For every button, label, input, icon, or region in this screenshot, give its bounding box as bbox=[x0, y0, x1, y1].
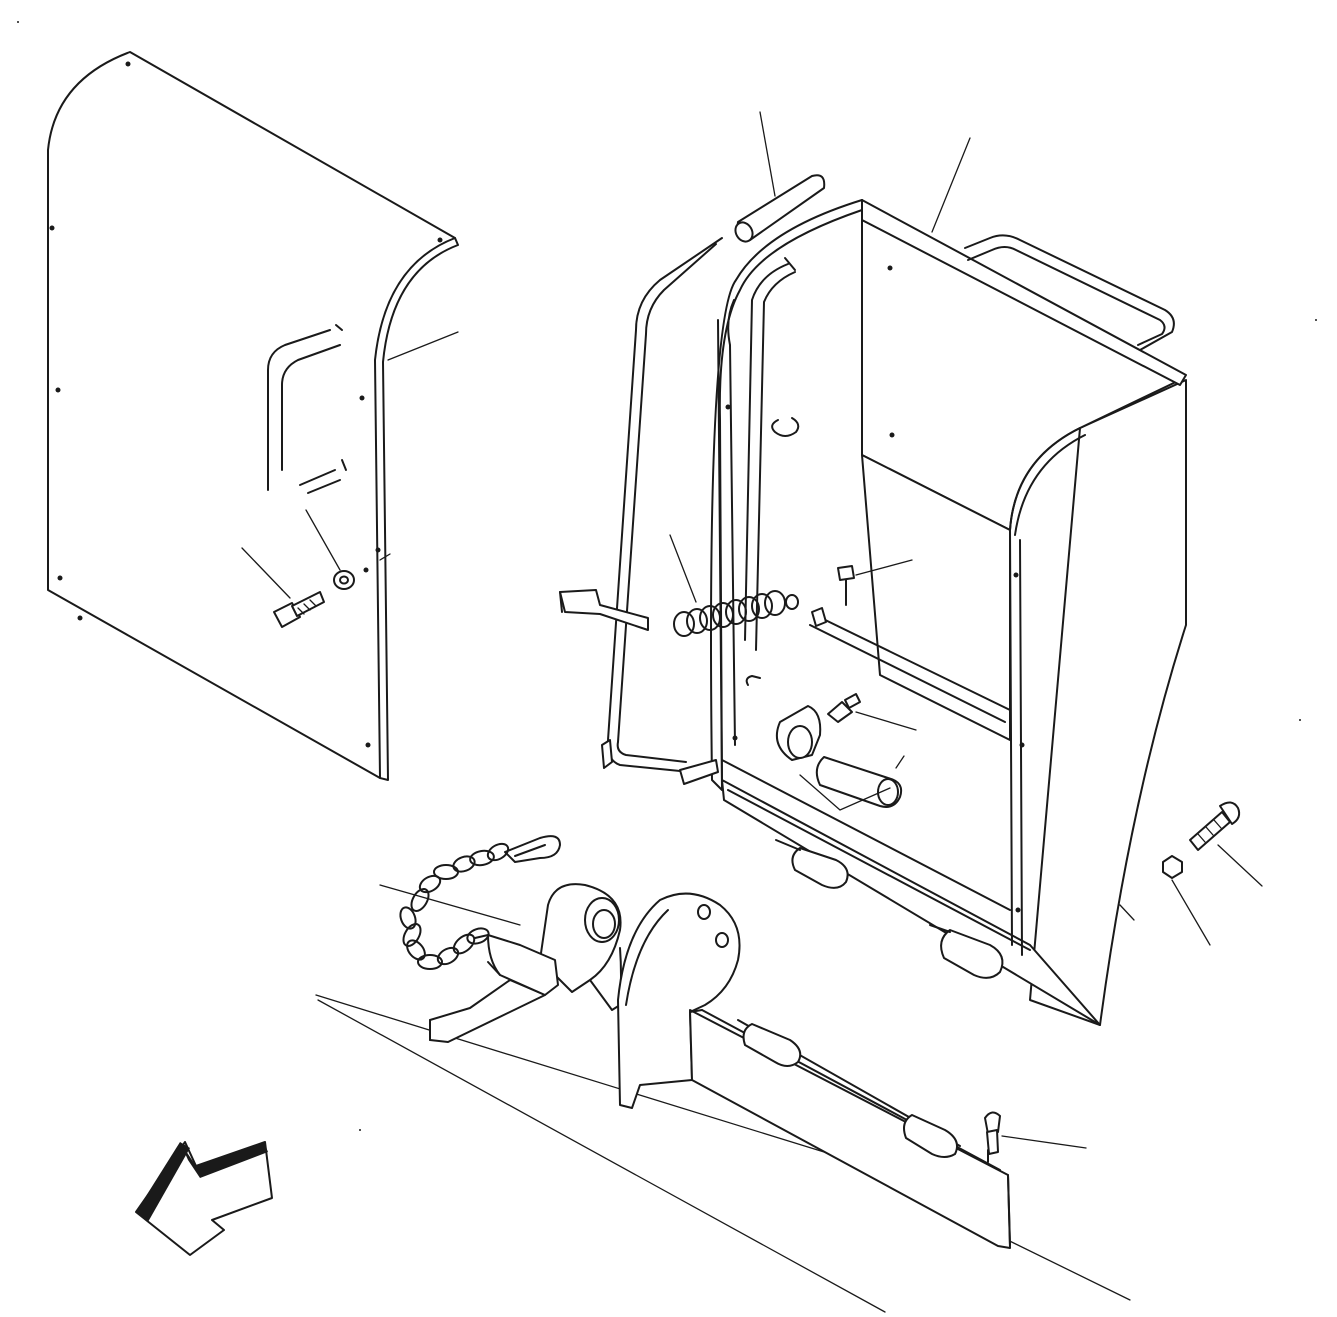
leader-line bbox=[241, 547, 291, 599]
leader-line bbox=[305, 509, 341, 571]
grease-fitting bbox=[827, 693, 917, 731]
toolbox bbox=[710, 199, 1187, 1026]
leader-line bbox=[1119, 904, 1135, 921]
guard-frame bbox=[601, 237, 796, 785]
handle-grip bbox=[775, 839, 1004, 979]
leader-line bbox=[379, 553, 391, 561]
hinge-pin bbox=[776, 705, 905, 808]
mounting-bracket bbox=[559, 589, 649, 631]
chain bbox=[399, 842, 510, 970]
washer bbox=[333, 570, 355, 590]
handle-grip bbox=[734, 111, 826, 243]
leader-line bbox=[1171, 879, 1211, 946]
bolt bbox=[1189, 801, 1263, 887]
leader-line bbox=[855, 559, 913, 576]
panel-handle-emboss bbox=[267, 324, 347, 494]
leader-line bbox=[931, 137, 971, 233]
nut bbox=[1162, 855, 1211, 946]
leader-line bbox=[759, 111, 776, 197]
leader-line bbox=[1217, 844, 1263, 887]
snap-hook bbox=[504, 835, 561, 863]
mounting-bracket bbox=[315, 883, 1131, 1313]
bolt bbox=[984, 1111, 1087, 1155]
direction-arrow bbox=[135, 1141, 273, 1256]
support-pin bbox=[811, 559, 913, 627]
leader-line bbox=[669, 534, 697, 603]
leader-line bbox=[1001, 1135, 1087, 1149]
leader-line bbox=[855, 711, 917, 731]
hinge-plate bbox=[474, 934, 559, 996]
leader-line bbox=[387, 331, 459, 361]
grab-handle bbox=[964, 234, 1175, 351]
side-cover-panel bbox=[47, 51, 459, 781]
bolt bbox=[273, 591, 325, 628]
leader-line bbox=[799, 774, 891, 811]
spring bbox=[669, 534, 799, 637]
